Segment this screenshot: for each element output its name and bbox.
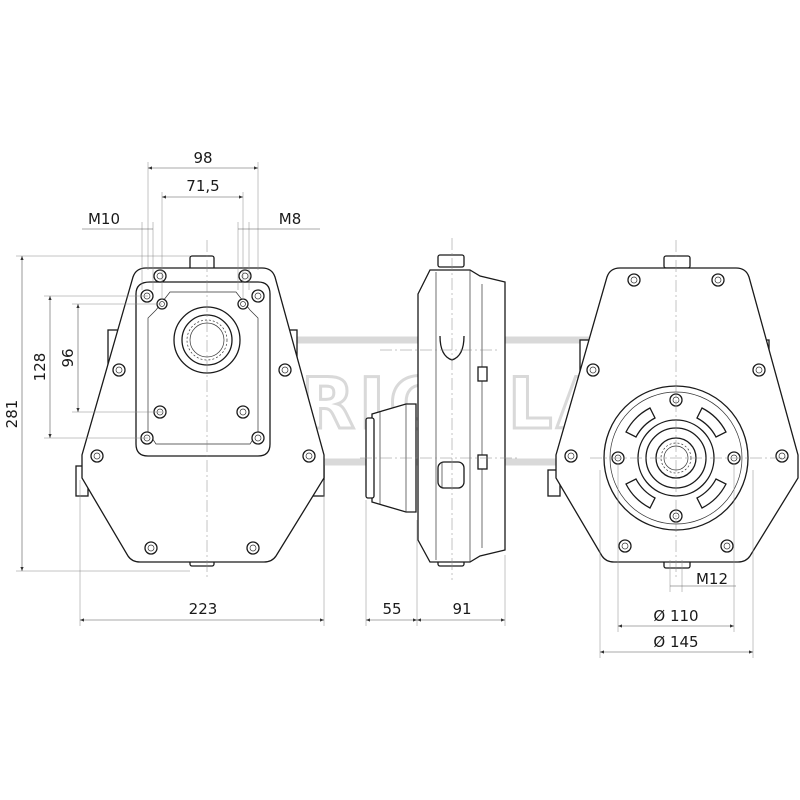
- front-dimensions: 98 71,5 M10 M8 281 128 96 223: [3, 149, 325, 626]
- side-body: [417, 269, 506, 563]
- rear-view: [547, 240, 799, 580]
- side-screw: [477, 366, 488, 382]
- rear-housing-bolts: [564, 273, 789, 553]
- rear-housing: [555, 267, 799, 563]
- dim-shaft-length: 55: [382, 600, 401, 618]
- front-housing: [81, 267, 325, 563]
- dim-width-top: 98: [193, 149, 212, 167]
- side-boss: [437, 461, 465, 489]
- rear-slot: [625, 407, 656, 438]
- dim-width-bottom: 223: [189, 600, 218, 618]
- dim-diameter-outer: Ø 145: [653, 633, 698, 651]
- dim-height-inner: 96: [59, 348, 77, 367]
- rear-dimensions: M12 Ø 110 Ø 145: [599, 464, 754, 658]
- dim-body-length: 91: [452, 600, 471, 618]
- side-screw: [477, 454, 488, 470]
- dim-thread-m10: M10: [88, 210, 120, 228]
- side-dimensions: 55 91: [365, 500, 506, 626]
- dim-thread-m8: M8: [279, 210, 302, 228]
- rear-slot: [696, 478, 727, 509]
- dim-height-outer: 128: [31, 353, 49, 382]
- dim-height-total: 281: [3, 400, 21, 429]
- front-view: [75, 240, 325, 580]
- dim-diameter-inner: Ø 110: [653, 607, 698, 625]
- rear-slot: [625, 478, 656, 509]
- rear-slot: [696, 407, 727, 438]
- side-view: [360, 238, 520, 580]
- dim-thread-m12: M12: [696, 570, 728, 588]
- dim-width-inner: 71,5: [186, 177, 219, 195]
- front-flange-plate: [135, 281, 271, 457]
